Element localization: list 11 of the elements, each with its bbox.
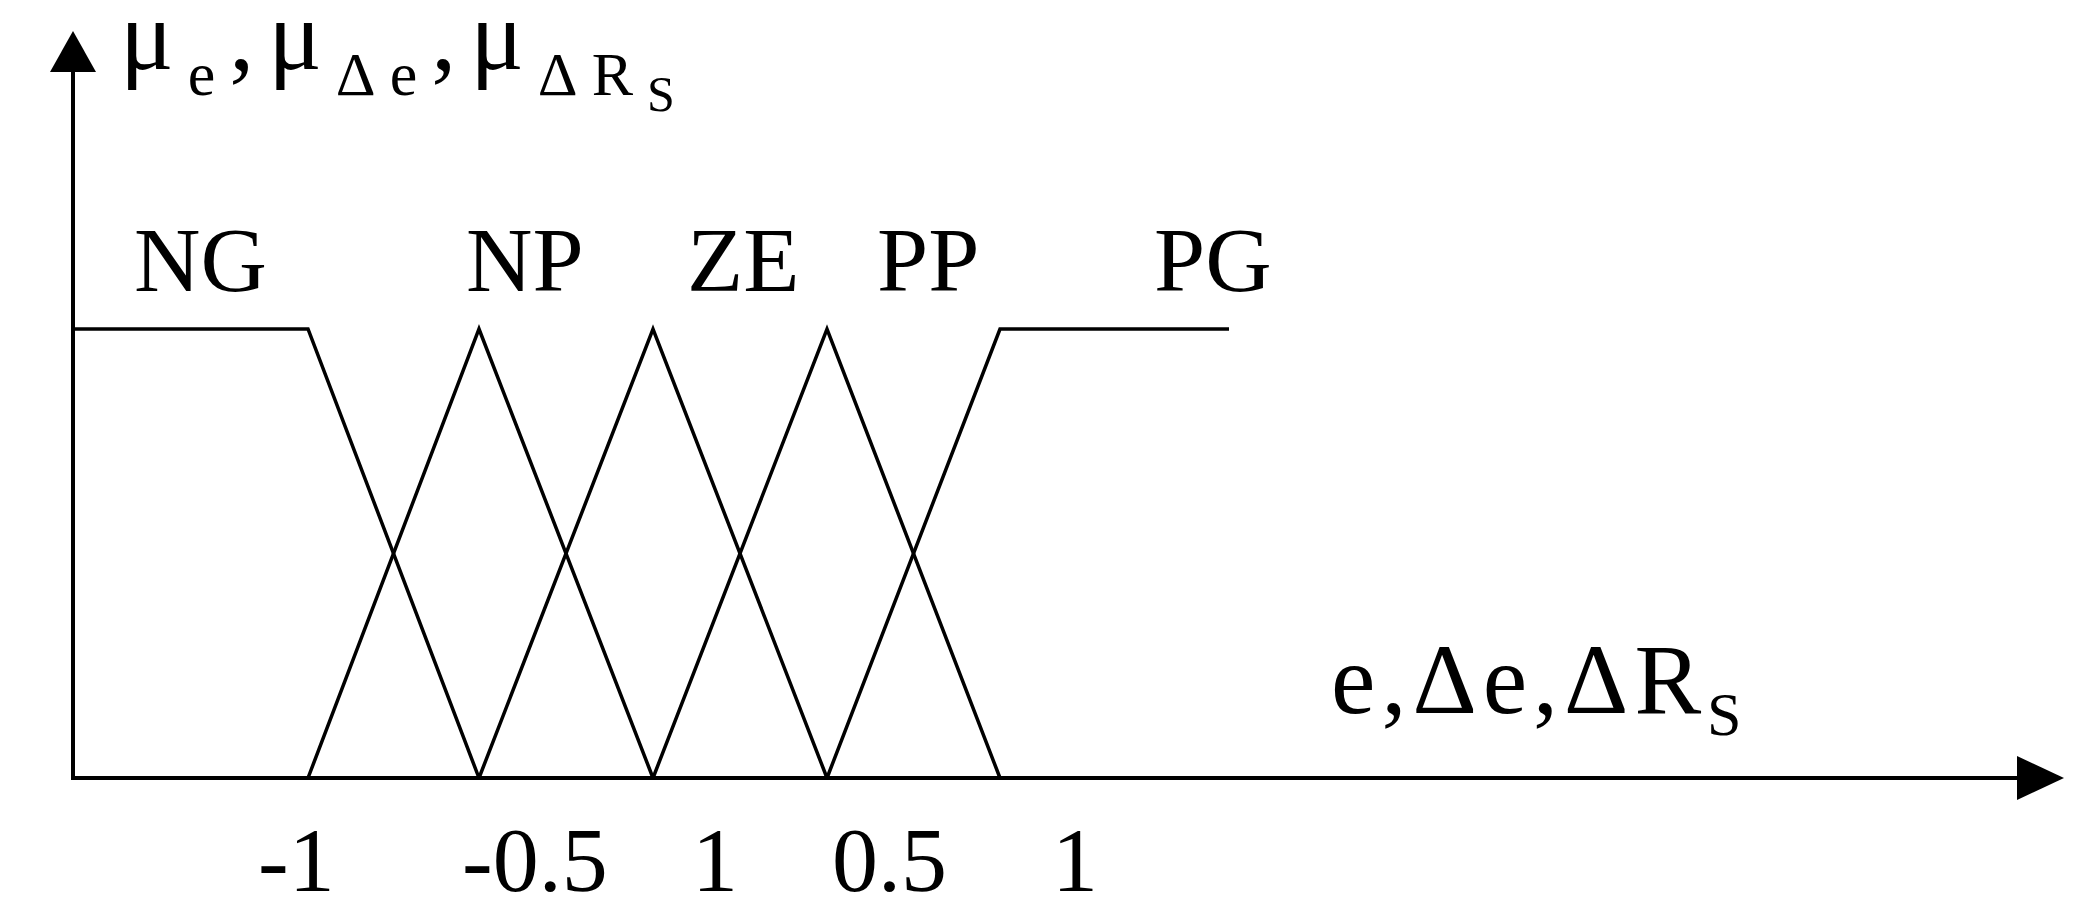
curve-label: ZE [687, 214, 800, 306]
curve-label: PG [1154, 214, 1272, 306]
curve-label: NP [466, 214, 584, 306]
tick-label: -1 [258, 814, 335, 906]
tick-label: 0.5 [832, 814, 947, 906]
tick-label: 1 [692, 814, 738, 906]
curve-label: NG [134, 214, 267, 306]
tick-label: 1 [1052, 814, 1098, 906]
curve-label: PP [877, 214, 980, 306]
tick-label: -0.5 [462, 814, 608, 906]
x-axis-label: e,Δe,ΔR$_{S}$ [1331, 630, 1748, 744]
